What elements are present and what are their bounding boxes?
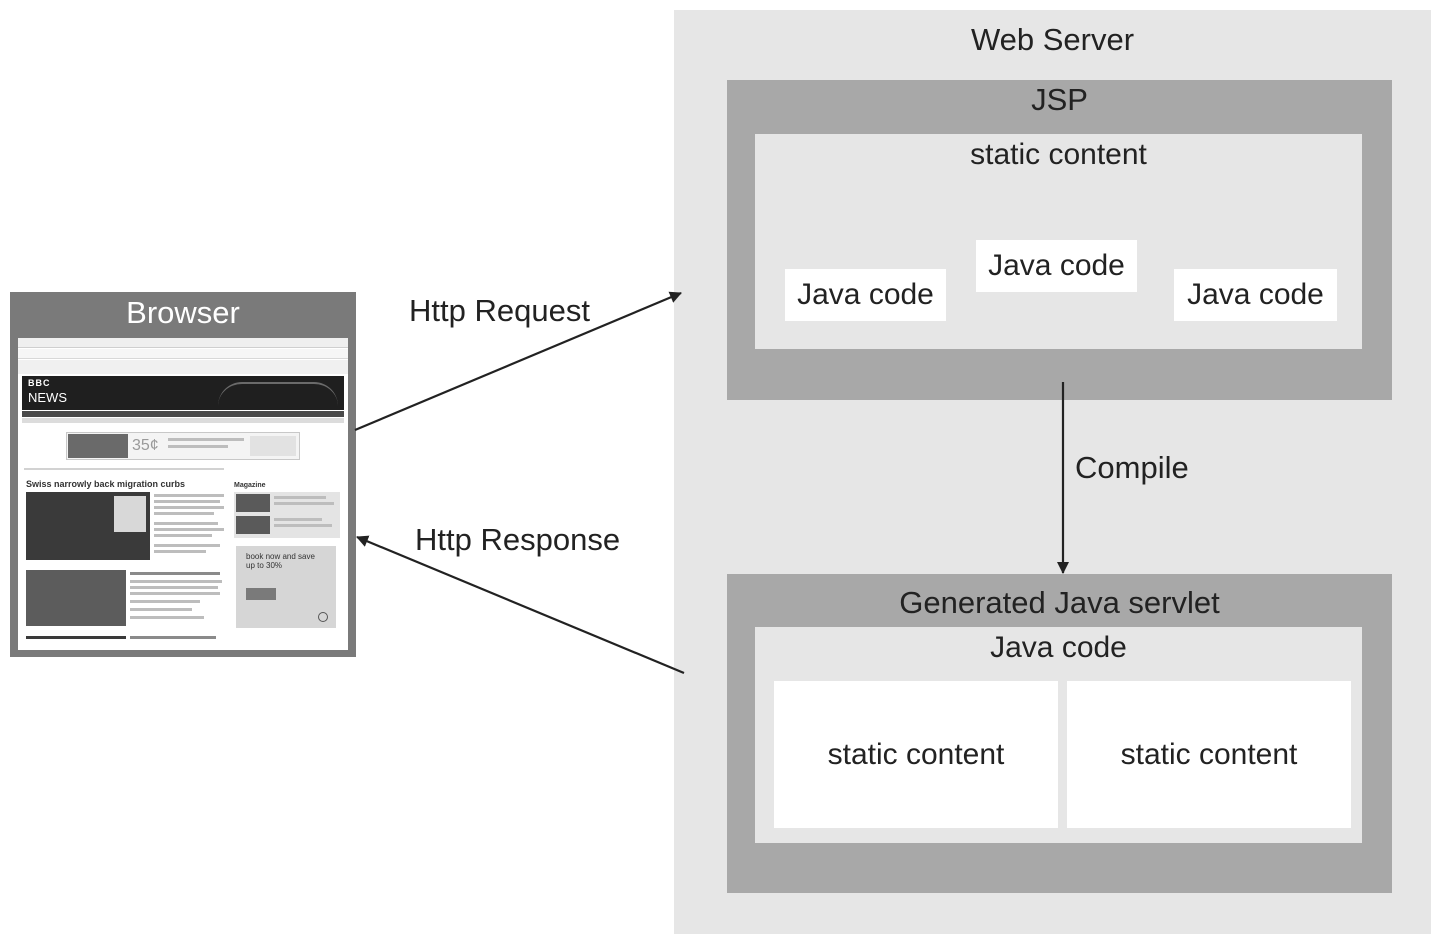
web-server-title: Web Server: [970, 22, 1135, 57]
ad-logo: [250, 436, 296, 456]
sidebar-thumb: [236, 494, 270, 512]
sidebar-heading: Magazine: [234, 482, 266, 489]
ad-image: [68, 434, 128, 458]
news-brand: BBC: [28, 378, 51, 388]
jsp-title: JSP: [1031, 82, 1088, 117]
http-request-arrow: [354, 291, 682, 432]
http-response-label: Http Response: [415, 522, 621, 557]
masthead-swoosh: [218, 382, 338, 406]
news-headline: Swiss narrowly back migration curbs: [26, 479, 186, 489]
jsp-java-code-chip: Java code: [1174, 269, 1337, 321]
sidebar-thumb: [236, 516, 270, 534]
second-story-photo: [26, 570, 126, 626]
servlet-java-code-label: Java code: [990, 631, 1127, 664]
jsp-java-code-chip: Java code: [976, 240, 1137, 292]
servlet-title: Generated Java servlet: [899, 585, 1220, 620]
browser-address-bar: [18, 349, 348, 359]
news-section: NEWS: [28, 390, 67, 405]
compile-label: Compile: [1075, 450, 1189, 485]
browser-tab-bar: [18, 338, 348, 348]
http-request-label: Http Request: [409, 293, 590, 328]
jsp-static-label: static content: [970, 138, 1147, 171]
news-subnav-bar: [22, 418, 344, 423]
browser-screenshot: BBC NEWS 35¢ Swiss narrowly back migrati…: [18, 338, 348, 650]
http-response-arrow: [356, 535, 685, 675]
sidebar-ad-button: [246, 588, 276, 600]
browser-bookmarks-bar: [18, 360, 348, 374]
ad-price: 35¢: [132, 437, 159, 454]
news-nav-bar: [22, 411, 344, 417]
headline-photo-sign: [114, 496, 146, 532]
jsp-java-code-chip: Java code: [785, 269, 946, 321]
servlet-static-cell: static content: [774, 681, 1058, 828]
sidebar-ad-text: book now and save up to 30%: [246, 552, 315, 570]
sidebar-ad-arrow-icon: [318, 612, 328, 622]
browser-title: Browser: [126, 295, 240, 330]
servlet-static-cell: static content: [1067, 681, 1351, 828]
